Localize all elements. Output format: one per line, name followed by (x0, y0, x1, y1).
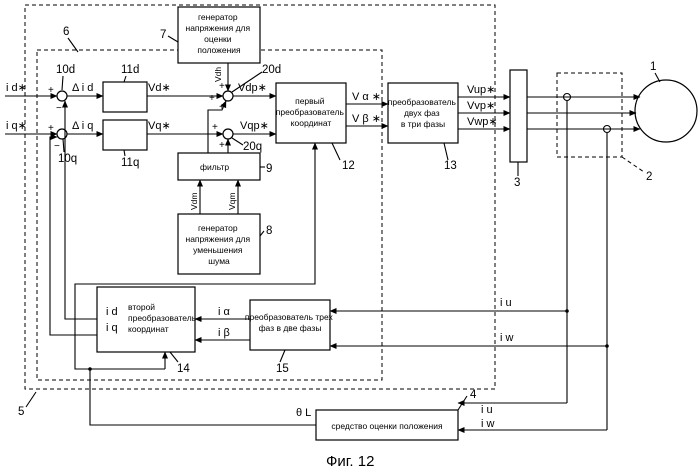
ref-13: 13 (444, 160, 457, 172)
vdh-label: Vdh (213, 67, 223, 82)
motor (635, 80, 697, 142)
ref-10q: 10q (58, 153, 77, 165)
ref-12: 12 (342, 160, 355, 172)
iq-fb-label: i q (106, 322, 118, 334)
id-fb-label: i d (106, 306, 118, 318)
position-estimator-text: средство оценки положения (331, 421, 443, 431)
summing-junction-20d (223, 91, 233, 101)
vq-label: Vq∗ (148, 120, 171, 132)
sign-20d-plus-bottom: + (219, 102, 225, 113)
id-ref-label: i d∗ (6, 82, 27, 94)
sign-10q-minus: − (54, 141, 60, 152)
ref-10d: 10d (56, 64, 75, 76)
ref-5: 5 (18, 406, 24, 418)
sign-20q-plus-bottom: + (219, 140, 225, 151)
ref-11q: 11q (121, 157, 139, 169)
ref-4: 4 (470, 389, 477, 401)
summing-junction-20q (223, 129, 233, 139)
vdm-label: Vdm (189, 193, 199, 210)
sign-20d-plus-top: + (219, 81, 225, 92)
vd-label: Vd∗ (148, 82, 171, 94)
ref-9: 9 (266, 163, 272, 175)
sign-20d-plus-left: + (209, 93, 215, 104)
ref-1: 1 (650, 61, 656, 73)
iq-ref-label: i q∗ (6, 120, 27, 132)
pi-controller-d-block (103, 82, 147, 112)
vwp-label: Vwp∗ (467, 116, 498, 128)
pi-controller-q-block (103, 120, 147, 150)
ref-15: 15 (276, 363, 289, 375)
iu-est-label: i u (481, 404, 493, 416)
vvp-label: Vvp∗ (467, 100, 495, 112)
ref-14: 14 (177, 363, 190, 375)
sign-10d-plus: + (48, 85, 54, 96)
delta-id-label: Δ i d (72, 82, 93, 94)
sign-10d-minus: − (56, 103, 62, 114)
vup-label: Vup∗ (467, 84, 495, 96)
inverter-block (510, 70, 527, 162)
ialpha-label: i α (218, 306, 231, 318)
ref-6: 6 (63, 26, 69, 38)
sign-10q-plus: + (48, 123, 54, 134)
vdp-label: Vdp∗ (238, 82, 267, 94)
ref-20q: 20q (243, 141, 262, 153)
iu-label: i u (500, 297, 512, 309)
filter-text: фильтр (200, 162, 229, 172)
vqm-label: Vqm (227, 193, 237, 210)
vqp-label: Vqp∗ (240, 120, 269, 132)
ref-8: 8 (266, 225, 272, 237)
ibeta-label: i β (218, 327, 230, 339)
ref-7: 7 (160, 29, 166, 41)
vbeta-label: V β ∗ (352, 113, 381, 125)
sign-20q-plus-left: + (212, 122, 218, 133)
ref-2: 2 (646, 171, 652, 183)
delta-iq-label: Δ i q (72, 120, 93, 132)
iq-feedback-line (50, 137, 97, 335)
valpha-label: V α ∗ (352, 91, 381, 103)
iw-label: i w (500, 332, 514, 344)
ref-3: 3 (514, 177, 520, 189)
ref-20d: 20d (262, 64, 281, 76)
figure-caption: Фиг. 12 (326, 453, 374, 470)
iw-est-label: i w (481, 418, 495, 430)
ref-11d: 11d (121, 64, 139, 76)
theta-line (90, 369, 316, 425)
theta-label: θ L (296, 407, 311, 419)
summing-junction-10d (57, 91, 67, 101)
